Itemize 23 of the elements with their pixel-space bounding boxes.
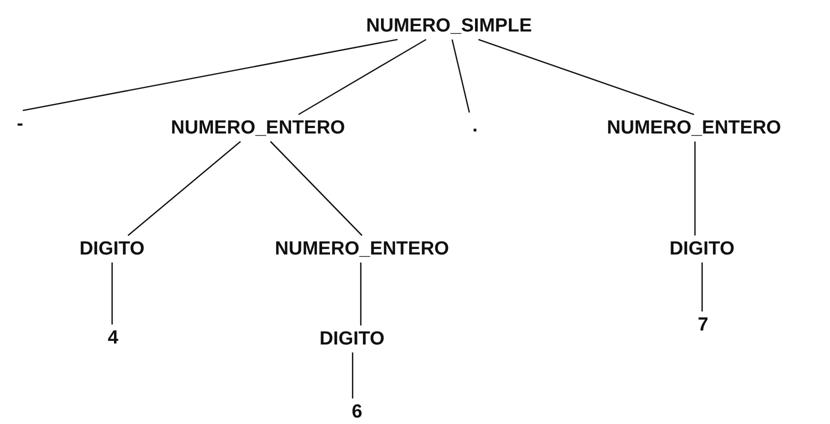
tree-line [111,262,113,324]
tree-node-label: . [469,112,481,140]
tree-line [694,142,696,236]
tree-line [22,38,398,112]
tree-line [360,262,362,326]
tree-line [128,141,241,236]
tree-node-label: - [14,110,26,138]
tree-line [352,352,354,398]
tree-node-label: 6 [348,398,366,424]
tree-node-label: 4 [104,324,122,352]
tree-line [270,141,362,236]
tree-node-label: DIGITO [666,236,738,262]
tree-node-label: NUMERO_ENTERO [168,114,348,142]
tree-node-label: NUMERO_ENTERO [604,114,784,142]
tree-line [478,38,694,116]
tree-node-label: DIGITO [76,236,148,262]
tree-node-label: 7 [694,312,712,338]
tree-line [451,39,470,113]
tree-node-label: NUMERO_SIMPLE [363,12,535,40]
tree-line [298,38,426,116]
tree-node-label: NUMERO_ENTERO [272,236,452,262]
tree-line [701,262,703,312]
tree-node-label: DIGITO [316,326,388,352]
